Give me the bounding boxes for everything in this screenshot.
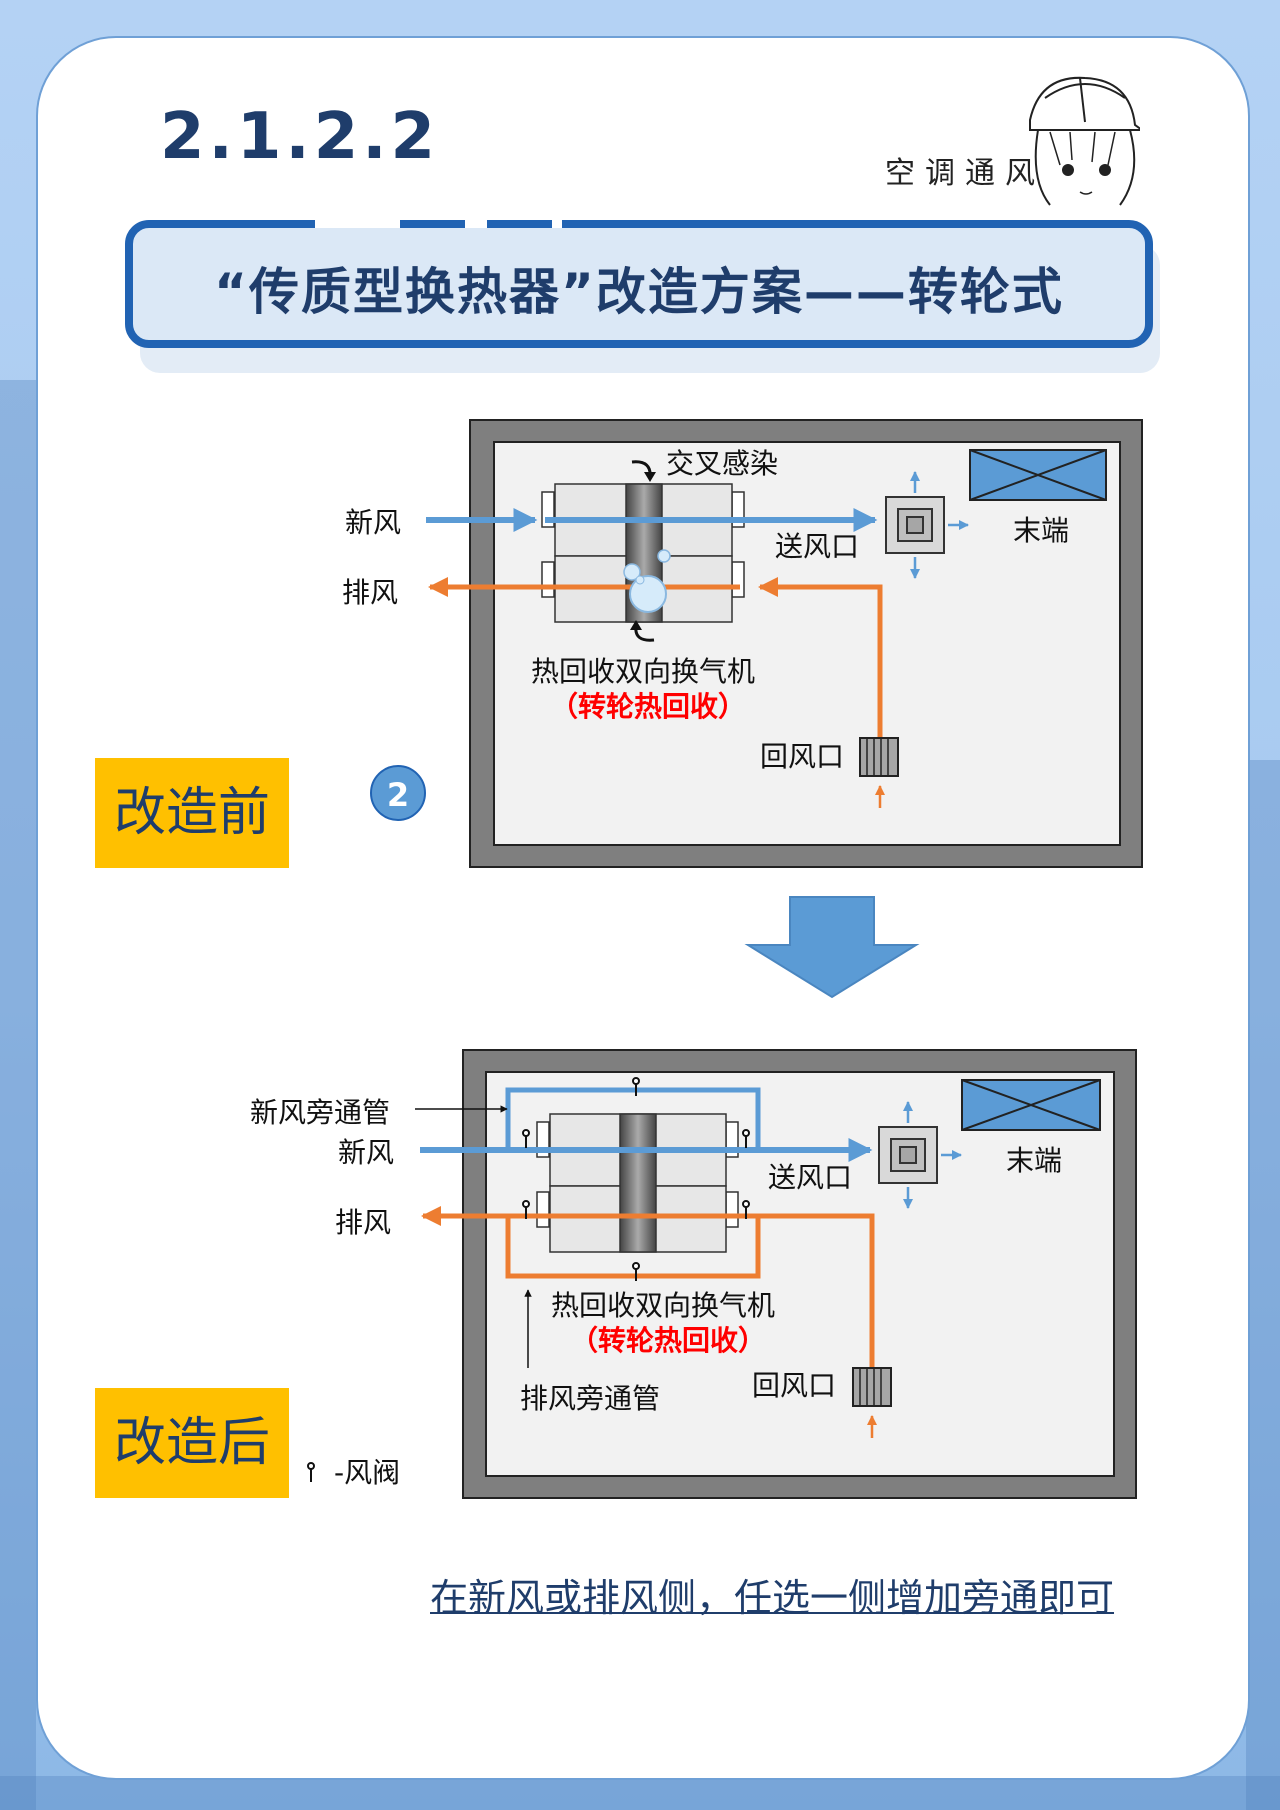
title-frame-gap bbox=[315, 212, 400, 228]
section-number: 2.1.2.2 bbox=[160, 100, 440, 174]
logo-text: 空调通风 bbox=[885, 156, 1045, 191]
background-building bbox=[0, 380, 36, 1810]
label-supply-outlet: 送风口 bbox=[768, 1161, 852, 1194]
transition-arrow-icon bbox=[744, 896, 920, 999]
after-terminal-icon bbox=[961, 1079, 1101, 1131]
label-exhaust-air: 排风 bbox=[335, 1206, 391, 1239]
label-supply-outlet: 送风口 bbox=[775, 530, 859, 563]
legend-damper-label: -风阀 bbox=[334, 1456, 400, 1489]
label-exhaust-air: 排风 bbox=[342, 576, 398, 609]
label-unit-type: （转轮热回收） bbox=[570, 1324, 766, 1357]
title-frame-gap bbox=[552, 212, 562, 228]
after-heat-recovery-unit bbox=[536, 1113, 739, 1253]
before-diagram: 2 交叉感染 新风 排风 送风口 末端 热回收双向换气机 （转轮热回收） 回风口 bbox=[342, 419, 1143, 868]
before-terminal-icon bbox=[969, 449, 1107, 501]
tag-after: 改造后 bbox=[95, 1388, 289, 1498]
background-building bbox=[1246, 760, 1280, 1810]
label-return-inlet: 回风口 bbox=[752, 1369, 836, 1402]
legend-damper-icon bbox=[307, 1462, 315, 1482]
title-frame-gap bbox=[465, 212, 487, 228]
label-terminal: 末端 bbox=[1013, 514, 1069, 547]
label-fresh-air: 新风 bbox=[338, 1136, 394, 1169]
label-unit-name: 热回收双向换气机 bbox=[531, 655, 755, 688]
label-fresh-air: 新风 bbox=[345, 506, 401, 539]
exhaust-bypass-pipe bbox=[505, 1216, 761, 1279]
label-terminal: 末端 bbox=[1006, 1144, 1062, 1177]
step-badge bbox=[370, 765, 426, 821]
bottom-note: 在新风或排风侧，任选一侧增加旁通即可 bbox=[430, 1576, 1115, 1620]
before-return-grille-icon bbox=[859, 737, 899, 808]
mascot-logo bbox=[1029, 76, 1140, 206]
before-supply-diffuser-icon bbox=[885, 471, 969, 579]
fresh-bypass-pipe bbox=[505, 1087, 761, 1150]
label-cross-infection: 交叉感染 bbox=[666, 447, 778, 480]
step-badge-number: 2 bbox=[387, 776, 409, 814]
after-supply-diffuser-icon bbox=[878, 1101, 962, 1209]
after-diagram: 新风旁通管 新风 排风 送风口 末端 热回收双向换气机 （转轮热回收） 回风口 … bbox=[250, 1049, 1137, 1499]
label-return-inlet: 回风口 bbox=[760, 740, 844, 773]
title-frame bbox=[125, 220, 1153, 348]
tag-before: 改造前 bbox=[95, 758, 289, 868]
label-exhaust-bypass: 排风旁通管 bbox=[520, 1382, 660, 1415]
after-return-grille-icon bbox=[852, 1367, 892, 1438]
label-fresh-bypass: 新风旁通管 bbox=[250, 1096, 390, 1129]
before-return-flow bbox=[758, 577, 883, 738]
label-unit-type: （转轮热回收） bbox=[550, 690, 746, 723]
page-title: “传质型换热器”改造方案——转轮式 bbox=[214, 263, 1064, 321]
damper-icon bbox=[522, 1077, 750, 1281]
cross-infection-bubbles bbox=[623, 549, 671, 613]
background-building bbox=[0, 1776, 1280, 1810]
label-unit-name: 热回收双向换气机 bbox=[551, 1289, 775, 1322]
after-return-flow bbox=[421, 1206, 875, 1372]
